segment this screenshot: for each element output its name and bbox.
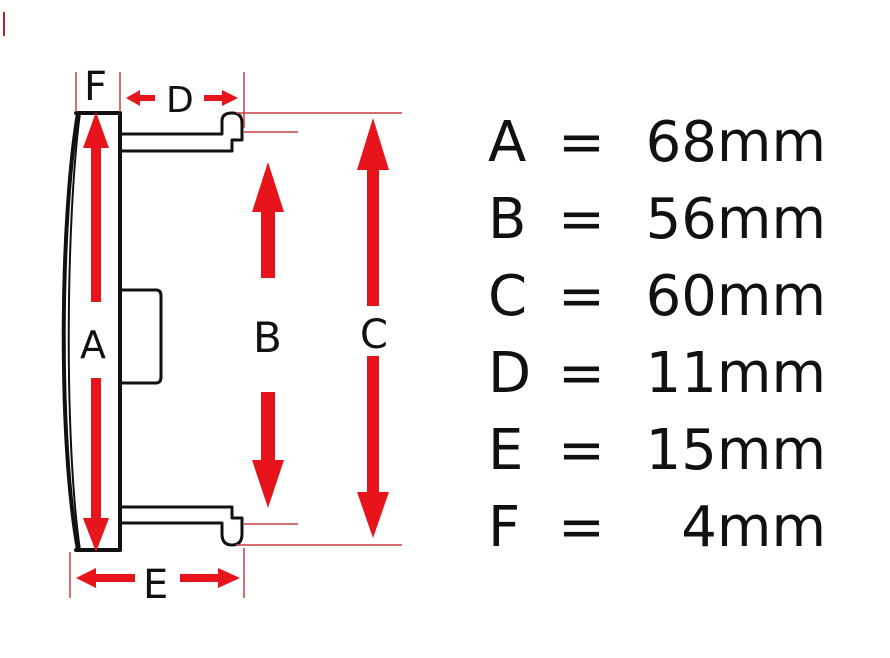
- arrow-d-right-shaft: [204, 95, 224, 101]
- spec-letter: B: [488, 187, 527, 252]
- spec-value: 11mm: [645, 341, 826, 406]
- spec-value: 4mm: [681, 495, 826, 560]
- spec-row-f: F = 4mm: [488, 489, 878, 566]
- arrow-b-down-head: [252, 460, 284, 508]
- spec-row-d: D = 11mm: [488, 335, 878, 412]
- spec-row-c: C = 60mm: [488, 258, 878, 335]
- spec-equals: =: [558, 418, 605, 483]
- arrow-a-up-shaft: [91, 146, 101, 302]
- arrow-a-down-head: [83, 518, 109, 552]
- spec-letter: F: [488, 495, 521, 560]
- arrow-c-down-shaft: [367, 356, 379, 494]
- cap-outline: [61, 111, 244, 552]
- arrow-e-right-head: [218, 568, 240, 588]
- arrow-d-left-shaft: [139, 95, 155, 101]
- spec-letter: C: [488, 264, 528, 329]
- spec-value: 68mm: [645, 110, 826, 175]
- dimension-guides: [69, 72, 402, 598]
- spec-row-a: A = 68mm: [488, 104, 878, 181]
- bottom-clip-arm: [120, 505, 244, 547]
- arrow-b-up-shaft: [261, 210, 275, 278]
- top-clip-arm: [120, 111, 244, 153]
- arrow-a-up-head: [83, 112, 109, 148]
- arrow-d-left-head: [126, 90, 140, 106]
- arrow-b: [252, 162, 284, 508]
- arrow-c-down-head: [357, 492, 389, 538]
- arrow-e-right-shaft: [180, 574, 220, 582]
- arrow-a-down-shaft: [91, 378, 101, 522]
- arrow-b-down-shaft: [261, 392, 275, 462]
- spec-letter: E: [488, 418, 524, 483]
- arrow-a: [83, 112, 109, 552]
- cap-front-face: [61, 111, 80, 552]
- arrow-b-up-head: [252, 162, 284, 212]
- spec-equals: =: [558, 110, 605, 175]
- spec-letter: A: [488, 110, 527, 175]
- label-a: A: [80, 323, 106, 367]
- label-c: C: [360, 312, 388, 358]
- arrow-c-up-shaft: [367, 168, 379, 306]
- dimension-spec-list: A = 68mm B = 56mm C = 60mm D = 11mm E = …: [488, 104, 878, 566]
- spec-letter: D: [488, 341, 532, 406]
- spec-row-b: B = 56mm: [488, 181, 878, 258]
- spec-value: 15mm: [645, 418, 826, 483]
- spec-value: 60mm: [645, 264, 826, 329]
- spec-value: 56mm: [645, 187, 826, 252]
- edge-marker: [3, 12, 5, 36]
- label-e: E: [143, 562, 168, 608]
- spec-row-e: E = 15mm: [488, 412, 878, 489]
- arrow-d-right-head: [222, 90, 238, 106]
- spec-equals: =: [558, 341, 605, 406]
- arrow-d: [126, 90, 238, 106]
- spec-equals: =: [558, 264, 605, 329]
- label-f: F: [84, 64, 107, 110]
- arrow-e-left-head: [76, 568, 96, 588]
- arrow-c-up-head: [357, 118, 389, 170]
- arrow-c: [357, 118, 389, 538]
- spec-equals: =: [558, 495, 605, 560]
- arrow-e: [76, 568, 240, 588]
- label-d: D: [166, 80, 194, 121]
- spec-equals: =: [558, 187, 605, 252]
- label-b: B: [253, 313, 282, 362]
- cap-front-face-inner: [67, 112, 81, 551]
- cap-center-boss: [120, 288, 163, 385]
- arrow-e-left-shaft: [95, 574, 135, 582]
